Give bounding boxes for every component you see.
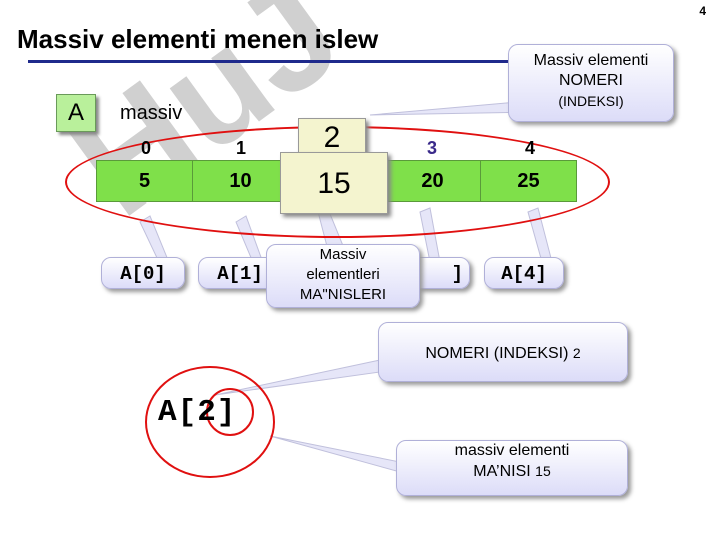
big-ref-a2: A[2]: [158, 395, 237, 430]
ref-a3-tail: ]: [451, 263, 463, 285]
index-callout-line2: NOMERI: [559, 72, 623, 89]
values-callout-line2: elementleri: [306, 266, 380, 283]
values-callout-line3: MA"NISLERI: [299, 286, 387, 303]
highlight-value-box: 15: [280, 152, 388, 214]
array-label: massiv: [120, 102, 183, 124]
index-value-text: NOMERI (INDEKSI): [425, 345, 569, 362]
page-number: 4: [699, 4, 706, 18]
element-value-num: 15: [535, 463, 551, 479]
element-value-label: MA’NISI: [473, 463, 531, 480]
array-cell-3: 20: [384, 160, 481, 202]
index-value-callout: NOMERI (INDEKSI) 2: [378, 322, 628, 382]
big-ref-ellipse: [145, 366, 275, 478]
values-callout-line1: Massiv: [319, 246, 367, 263]
array-cell-1: 10: [192, 160, 289, 202]
index-label-0: 0: [140, 138, 151, 158]
big-ref-index-circle: [206, 388, 254, 436]
array-cell-4: 25: [480, 160, 577, 202]
array-cell-0: 5: [96, 160, 193, 202]
index-callout-line1: Massiv elementi: [533, 52, 649, 69]
array-name-badge: A: [56, 94, 96, 132]
element-value-line1: massiv elementi: [454, 442, 570, 459]
values-callout: Massiv elementleri MA"NISLERI: [266, 244, 420, 308]
index-callout-line3: (INDEKSI): [558, 93, 624, 109]
index-callout: Massiv elementi NOMERI (INDEKSI): [508, 44, 674, 122]
slide-title: Massiv elementi menen islew: [17, 24, 379, 54]
ref-a0: A[0]: [101, 257, 185, 289]
highlight-index-box: 2: [298, 118, 366, 156]
title-underline: [28, 60, 508, 63]
index-label-4: 4: [524, 138, 535, 158]
element-value-line2: MA’NISI 15: [397, 461, 627, 482]
element-value-callout: massiv elementi MA’NISI 15: [396, 440, 628, 496]
ref-a4: A[4]: [484, 257, 564, 289]
index-label-1: 1: [235, 138, 246, 158]
element-value-pointer: [269, 435, 401, 473]
index-value-num: 2: [572, 345, 581, 361]
index-label-3: 3: [426, 138, 437, 158]
